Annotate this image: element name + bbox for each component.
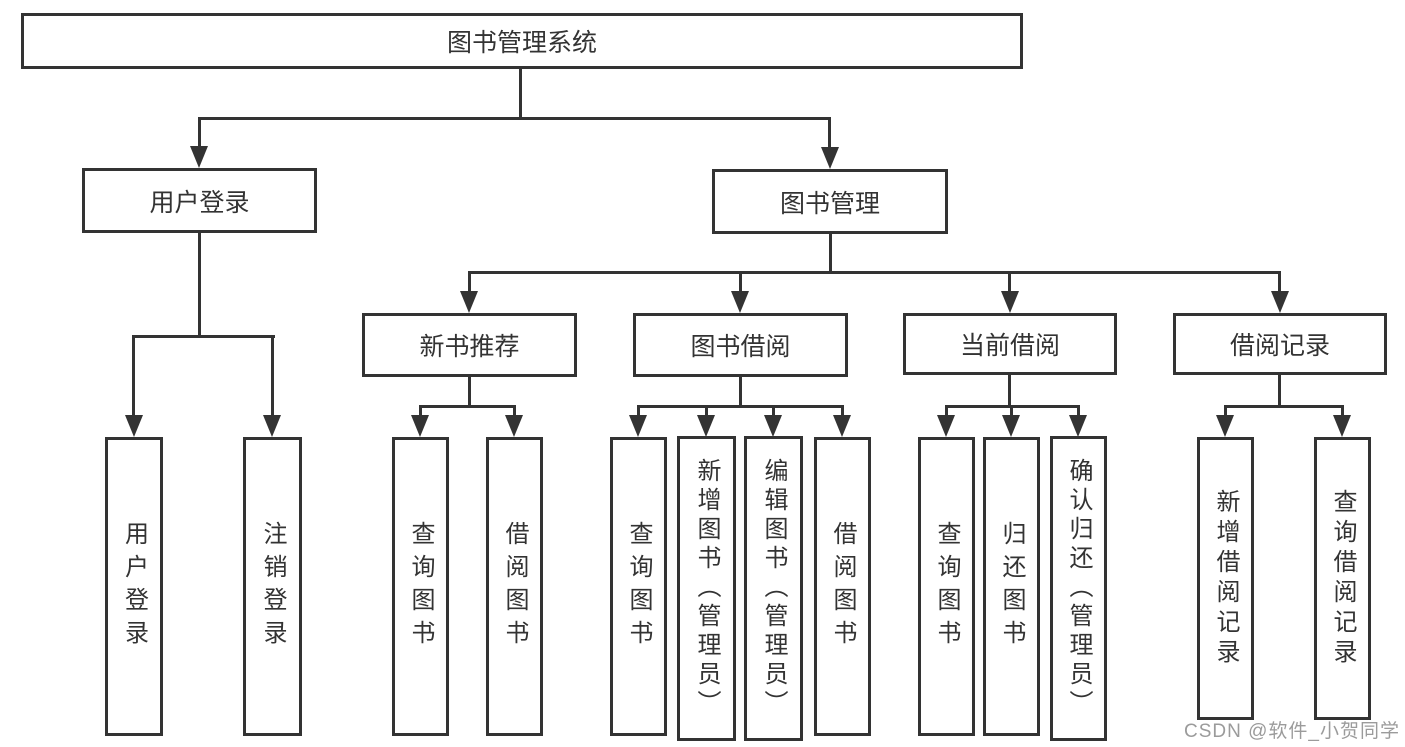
connector-book-mgmt-drop-4 — [1278, 271, 1281, 293]
node-current-borrow-label: 当前借阅 — [959, 332, 1060, 360]
arrowhead-query-book-rec-icon — [411, 415, 429, 437]
node-book-borrow: 图书借阅 — [633, 313, 848, 377]
leaf-borrow-book-borrow-label: 借阅图书 — [829, 520, 856, 653]
arrowhead-leaf-logout-icon — [263, 415, 281, 437]
leaf-query-borrow-record-label: 查询借阅记录 — [1329, 488, 1356, 669]
leaf-query-book-borrow-label: 查询图书 — [625, 520, 652, 653]
connector-root-stem — [519, 68, 522, 120]
arrowhead-borrow-book-bor-icon — [833, 415, 851, 437]
csdn-watermark: CSDN @软件_小贺同学 — [1184, 721, 1400, 742]
node-root-label: 图书管理系统 — [446, 29, 597, 57]
connector-current-stem — [1008, 375, 1011, 408]
connector-user-login-drop-2 — [271, 335, 274, 417]
leaf-confirm-return-admin: 确认归还（管理员） — [1050, 436, 1107, 741]
leaf-logout-label: 注销登录 — [259, 520, 286, 653]
connector-borrow-stem — [739, 377, 742, 408]
arrowhead-query-book-cur-icon — [937, 415, 955, 437]
connector-book-mgmt-drop-3 — [1008, 271, 1011, 293]
arrowhead-current-borrow-icon — [1001, 291, 1019, 313]
leaf-add-book-admin: 新增图书（管理员） — [677, 436, 736, 741]
arrowhead-user-login-icon — [190, 146, 208, 168]
connector-root-bar — [198, 117, 831, 120]
node-root: 图书管理系统 — [21, 13, 1023, 69]
node-book-borrow-label: 图书借阅 — [690, 333, 791, 361]
leaf-add-book-admin-label: 新增图书（管理员） — [693, 458, 720, 719]
arrowhead-return-book-icon — [1002, 415, 1020, 437]
arrowhead-book-borrow-icon — [731, 291, 749, 313]
arrowhead-new-book-recommend-icon — [460, 291, 478, 313]
leaf-return-book-label: 归还图书 — [998, 520, 1025, 653]
arrowhead-leaf-user-login-icon — [125, 415, 143, 437]
leaf-query-book-current-label: 查询图书 — [933, 520, 960, 653]
connector-record-stem — [1278, 375, 1281, 408]
arrowhead-query-book-bor-icon — [629, 415, 647, 437]
connector-user-login-drop-1 — [132, 335, 135, 417]
leaf-user-login-label: 用户登录 — [120, 520, 148, 653]
leaf-query-book-recommend: 查询图书 — [392, 437, 449, 736]
connector-book-mgmt-bar — [468, 271, 1281, 274]
node-book-management-label: 图书管理 — [779, 189, 880, 218]
connector-record-drop-1 — [1224, 405, 1227, 417]
connector-current-drop-3 — [1077, 405, 1080, 417]
leaf-add-borrow-record: 新增借阅记录 — [1197, 437, 1254, 720]
arrowhead-add-book-icon — [697, 415, 715, 437]
arrowhead-add-record-icon — [1216, 415, 1234, 437]
arrowhead-borrow-book-rec-icon — [505, 415, 523, 437]
arrowhead-confirm-return-icon — [1069, 415, 1087, 437]
node-user-login-label: 用户登录 — [149, 188, 250, 217]
leaf-borrow-book-borrow: 借阅图书 — [814, 437, 871, 736]
node-book-management: 图书管理 — [712, 169, 948, 234]
arrowhead-query-record-icon — [1333, 415, 1351, 437]
connector-recommend-bar — [419, 405, 516, 408]
connector-recommend-drop-1 — [419, 405, 422, 417]
arrowhead-edit-book-icon — [764, 415, 782, 437]
connector-root-drop-left — [198, 117, 201, 148]
connector-current-drop-1 — [945, 405, 948, 417]
leaf-user-login: 用户登录 — [105, 437, 163, 736]
leaf-query-book-recommend-label: 查询图书 — [407, 520, 434, 653]
leaf-borrow-book-recommend: 借阅图书 — [486, 437, 543, 736]
leaf-confirm-return-admin-label: 确认归还（管理员） — [1065, 458, 1092, 719]
connector-record-bar — [1224, 405, 1344, 408]
leaf-borrow-book-recommend-label: 借阅图书 — [501, 520, 528, 653]
connector-recommend-drop-2 — [513, 405, 516, 417]
arrowhead-book-management-icon — [821, 147, 839, 169]
connector-book-mgmt-drop-1 — [468, 271, 471, 293]
node-current-borrow: 当前借阅 — [903, 313, 1117, 375]
node-borrow-record: 借阅记录 — [1173, 313, 1387, 375]
node-user-login: 用户登录 — [82, 168, 317, 233]
connector-recommend-stem — [468, 377, 471, 408]
node-new-book-recommend-label: 新书推荐 — [419, 333, 520, 361]
connector-borrow-drop-3 — [772, 405, 775, 417]
connector-root-drop-right — [828, 117, 831, 148]
connector-user-login-bar — [133, 335, 275, 338]
connector-borrow-drop-1 — [637, 405, 640, 417]
connector-current-drop-2 — [1010, 405, 1013, 417]
leaf-query-book-borrow: 查询图书 — [610, 437, 667, 736]
leaf-query-borrow-record: 查询借阅记录 — [1314, 437, 1371, 720]
arrowhead-borrow-record-icon — [1271, 291, 1289, 313]
leaf-edit-book-admin: 编辑图书（管理员） — [744, 436, 803, 741]
leaf-add-borrow-record-label: 新增借阅记录 — [1212, 488, 1239, 669]
connector-borrow-drop-4 — [841, 405, 844, 417]
connector-borrow-bar — [637, 405, 844, 408]
connector-book-mgmt-stem — [829, 234, 832, 274]
leaf-edit-book-admin-label: 编辑图书（管理员） — [760, 458, 787, 719]
node-new-book-recommend: 新书推荐 — [362, 313, 577, 377]
connector-book-mgmt-drop-2 — [739, 271, 742, 293]
connector-record-drop-2 — [1341, 405, 1344, 417]
leaf-query-book-current: 查询图书 — [918, 437, 975, 736]
leaf-return-book: 归还图书 — [983, 437, 1040, 736]
node-borrow-record-label: 借阅记录 — [1229, 332, 1330, 360]
connector-user-login-stem — [198, 233, 201, 338]
connector-borrow-drop-2 — [705, 405, 708, 417]
leaf-logout: 注销登录 — [243, 437, 302, 736]
